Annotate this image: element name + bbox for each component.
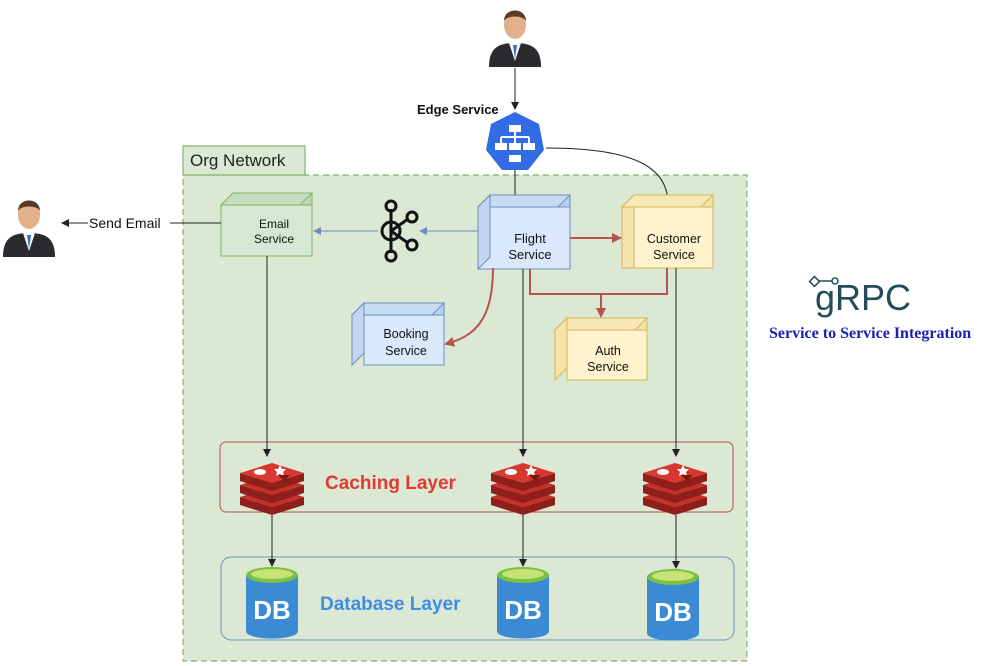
auth-service-label-line2: Service [587, 360, 629, 374]
booking-service-label-line1: Booking [383, 327, 428, 341]
booking-service-box: Booking Service [350, 301, 446, 367]
grpc-logo: gRPC [808, 275, 911, 318]
org-network-label: Org Network [190, 151, 286, 170]
database-layer-container [220, 556, 735, 641]
client-user-icon [489, 10, 541, 67]
email-service-label-line2: Service [254, 232, 294, 246]
db-label: DB [253, 595, 291, 625]
database-layer-label: Database Layer [320, 594, 461, 615]
flight-service-box: Flight Service [476, 193, 572, 271]
kafka-icon [380, 199, 419, 263]
customer-service-label-line1: Customer [647, 232, 701, 246]
flight-customer-bus-line [529, 268, 668, 295]
customer-service-box: Customer Service [620, 194, 715, 269]
customer-service-label-line2: Service [653, 248, 695, 262]
email-service-box: Email Service [219, 192, 314, 257]
flight-service-label-line1: Flight [514, 231, 546, 246]
redis-cache-icon-customer [643, 463, 707, 515]
send-email-label: Send Email [89, 215, 161, 231]
edge-service-label: Edge Service [417, 102, 499, 117]
database-icon-customer: DB [647, 569, 699, 641]
flight-to-booking-grpc-arrow [444, 267, 494, 347]
edge-to-customer-arrow [545, 147, 672, 205]
database-icon-email: DB [246, 567, 298, 639]
email-service-label-line1: Email [259, 217, 289, 231]
grpc-logo-text: gRPC [815, 277, 911, 318]
database-icon-flight: DB [497, 567, 549, 639]
grpc-link-icon [808, 275, 839, 288]
caching-layer-container [219, 441, 734, 513]
db-label: DB [504, 595, 542, 625]
booking-service-label-line2: Service [385, 344, 427, 358]
email-recipient-user-icon [3, 200, 55, 257]
org-network-tab [182, 145, 306, 176]
db-label: DB [654, 597, 692, 627]
flight-service-label-line2: Service [508, 247, 551, 262]
auth-service-label-line1: Auth [595, 344, 621, 358]
redis-cache-icon-flight [491, 463, 555, 515]
edge-service-icon [486, 112, 544, 170]
grpc-caption: Service to Service Integration [769, 325, 971, 342]
auth-service-box: Auth Service [553, 316, 649, 382]
caching-layer-label: Caching Layer [325, 473, 457, 494]
redis-cache-icon-email [240, 463, 304, 515]
